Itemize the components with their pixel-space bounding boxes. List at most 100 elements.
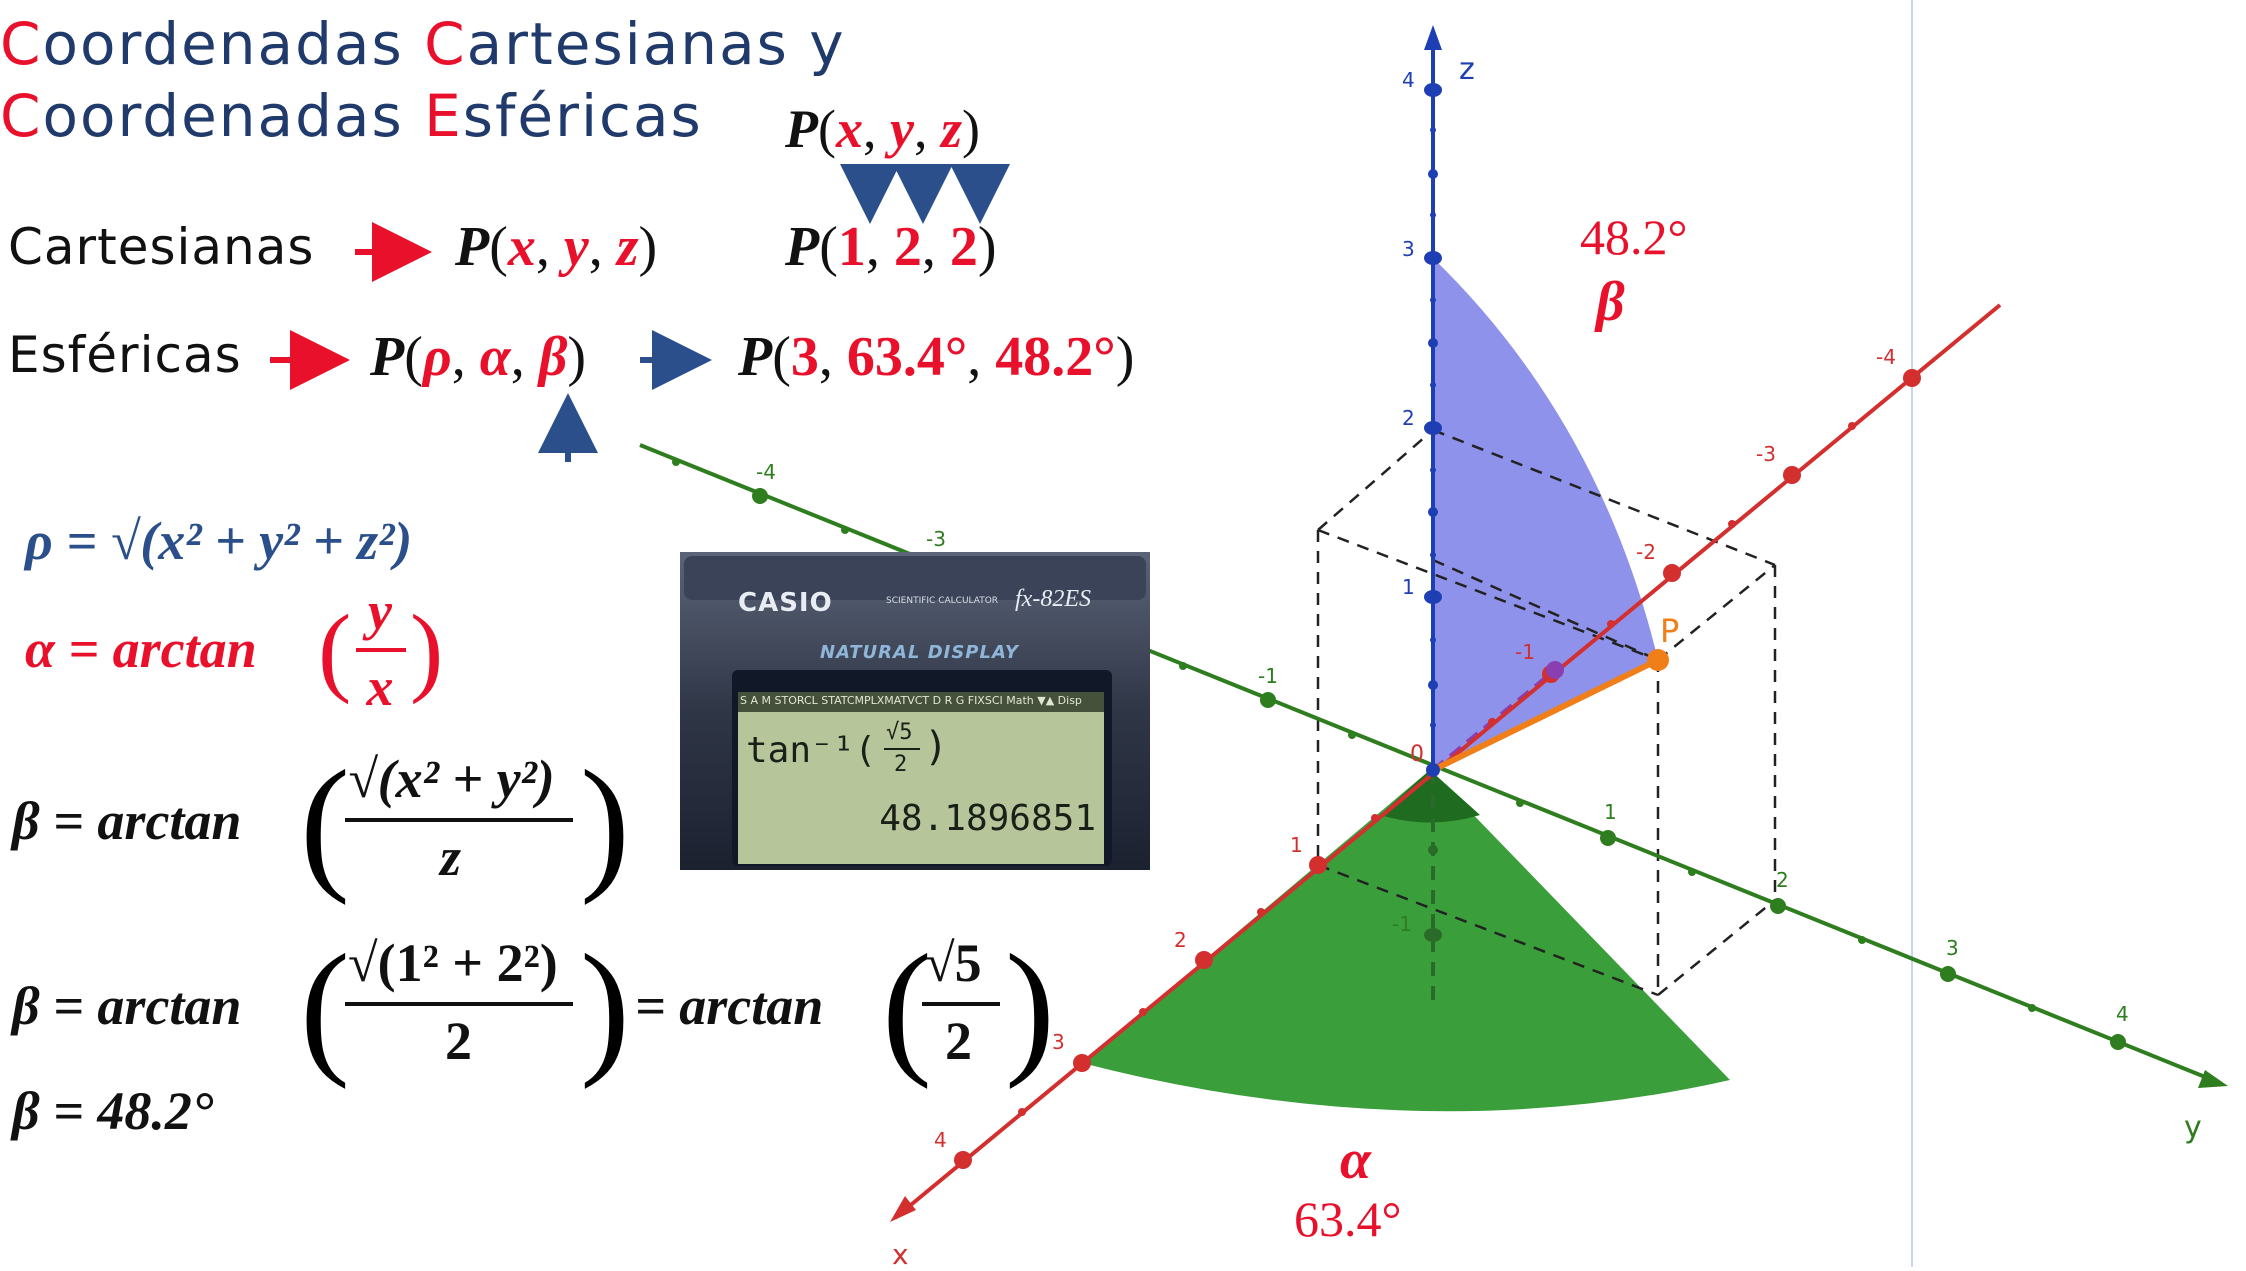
z-tick-negative [1428, 845, 1438, 855]
z-axis-label: z [1459, 52, 1475, 87]
z-tick-label: 4 [1402, 68, 1415, 92]
z-tick-label: 2 [1402, 406, 1415, 430]
beta2-fraction-denominator: 2 [445, 1011, 472, 1071]
y-tick-label: 4 [2116, 1002, 2129, 1026]
alpha-fraction-numerator: y [368, 581, 392, 641]
beta-sector [1433, 258, 1658, 770]
x-tick-label: 2 [1174, 928, 1187, 952]
z-tick-label: 3 [1402, 237, 1415, 261]
paren-open: ( [300, 740, 350, 906]
paren-close: ) [580, 740, 630, 906]
y-axis-label: y [2184, 1110, 2202, 1145]
title-text: oordenadas [42, 10, 425, 78]
x-tick-label: 4 [934, 1128, 947, 1152]
x-tick-label: 1 [1290, 833, 1303, 857]
calculator-input-num: √5 [886, 720, 913, 745]
origin-label: 0 [1410, 742, 1424, 767]
beta-value-label: 48.2° [1580, 209, 1688, 265]
cartesian-label: Cartesianas [8, 218, 315, 276]
alpha-sector [1082, 770, 1730, 1112]
title-line-2: Coordenadas Esféricas [0, 82, 703, 150]
calculator-body [680, 552, 1150, 870]
paren-open: ( [882, 924, 932, 1090]
beta-fraction-denominator: z [440, 827, 462, 887]
alpha-angle-arc [1380, 770, 1480, 823]
y-tick-label: -4 [756, 460, 776, 484]
spherical-label: Esféricas [8, 326, 242, 384]
title-cap: C [0, 10, 43, 78]
segment-op [1431, 657, 1660, 773]
calculator-image: CASIO SCIENTIFIC CALCULATOR fx-82ES NATU… [680, 552, 1150, 870]
fraction-bar [922, 1002, 1000, 1006]
y-tick-label: 1 [1604, 800, 1617, 824]
point-p-marker [1647, 649, 1669, 671]
z-tick-label: 1 [1402, 575, 1415, 599]
projection-point [1546, 661, 1564, 679]
paren-open: ( [300, 924, 350, 1090]
calculator-screen [738, 692, 1104, 864]
z-tick-label: -1 [1392, 912, 1412, 936]
y-axis-arrowhead [2198, 1070, 2228, 1088]
paren-open: ( [318, 594, 352, 705]
beta-fraction-numerator: √(x² + y²) [348, 749, 555, 809]
y-tick-label: -1 [1258, 664, 1278, 688]
fraction-bar [345, 1002, 573, 1006]
point-p-label: P [1660, 612, 1680, 650]
point-spherical: P(ρ, α, β) [370, 326, 587, 388]
z-ticks [1424, 83, 1442, 728]
y-tick-label: 2 [1776, 868, 1789, 892]
point-cartesian: P(x, y, z) [455, 216, 658, 278]
alpha-fraction-denominator: x [366, 657, 394, 717]
y-tick-label: 3 [1946, 936, 1959, 960]
y-tick-label: -3 [926, 527, 946, 551]
origin-marker [1426, 763, 1440, 777]
beta2-formula-lhs: β = arctan [12, 976, 242, 1036]
beta2-fraction-numerator: √(1² + 2²) [348, 933, 558, 993]
x-tick-label: 3 [1052, 1030, 1065, 1054]
title-cap: C [424, 10, 467, 78]
x-axis-arrowhead [890, 1196, 916, 1222]
paren-close: ) [410, 594, 444, 705]
fraction-bar [356, 648, 406, 652]
alpha-formula-lhs: α = arctan [25, 619, 257, 679]
x-tick-label: -4 [1876, 345, 1896, 369]
title-text: oordenadas [42, 82, 425, 150]
calculator-input-den: 2 [894, 752, 908, 777]
title-cap: E [424, 82, 463, 150]
calculator-fraction-bar [884, 748, 920, 750]
alpha-symbol-label: α [1340, 1129, 1371, 1191]
beta2-formula-mid: = arctan [635, 976, 824, 1036]
calculator-model: fx-82ES [1015, 586, 1091, 612]
x-tick-label: -3 [1756, 442, 1776, 466]
beta-formula-lhs: β = arctan [12, 791, 242, 851]
calculator-brand: CASIO [738, 588, 833, 618]
title-cap: C [0, 82, 43, 150]
beta-result: β = 48.2° [12, 1081, 214, 1141]
calculator-result: 48.1896851 [879, 798, 1096, 839]
z-axis-arrowhead [1424, 25, 1442, 50]
title-line-1: Coordenadas Cartesianas y [0, 10, 846, 78]
title-text: artesianas y [466, 10, 846, 78]
title-text: sféricas [462, 82, 703, 150]
paren-close: ) [1005, 924, 1055, 1090]
rho-formula: ρ = √(x² + y² + z²) [25, 511, 413, 571]
projection-box [1316, 428, 1777, 997]
point-generic-top: P(x, y, z) [785, 99, 980, 159]
beta-symbol-label: β [1596, 271, 1625, 333]
beta2-fraction2-denominator: 2 [945, 1011, 972, 1071]
x-tick-label: -1 [1515, 640, 1535, 664]
calculator-model-small: SCIENTIFIC CALCULATOR [886, 596, 999, 606]
calculator-paren-close: ) [924, 724, 949, 770]
fraction-bar [345, 818, 573, 822]
x-ticks [954, 369, 1921, 1169]
z-tick-negative [1424, 928, 1442, 942]
calculator-input-func: tan⁻¹( [746, 730, 877, 771]
alpha-value-label: 63.4° [1294, 1191, 1402, 1247]
calculator-status-bar: S A M STORCL STATCMPLXMATVCT D R G FIXSC… [740, 694, 1082, 707]
point-values: P(1, 2, 2) [785, 216, 997, 278]
point-spherical-values: P(3, 63.4°, 48.2°) [738, 326, 1135, 388]
x-axis-label: x [892, 1238, 909, 1271]
calculator-display-banner: NATURAL DISPLAY [820, 642, 1019, 663]
